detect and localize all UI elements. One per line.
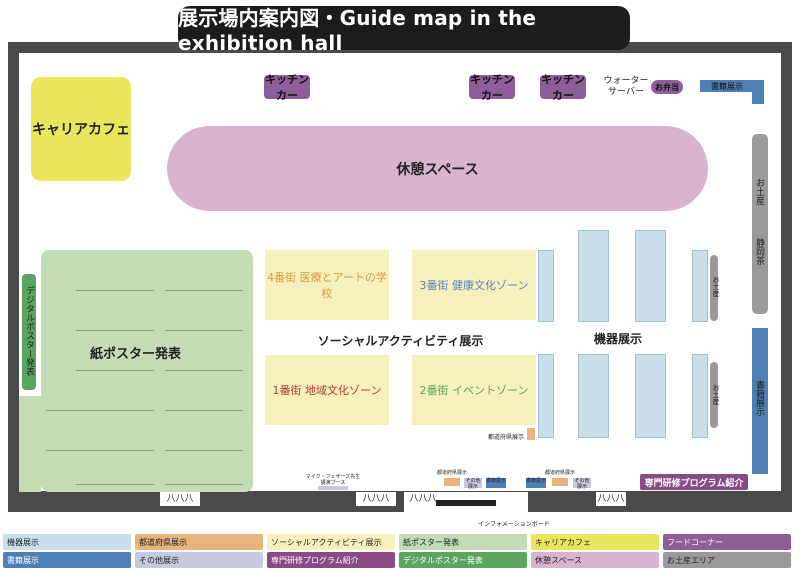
paper-poster-label: 紙ポスター発表 [90,347,182,362]
kitchen-car-2[interactable]: キッチンカー [469,73,515,102]
equipment-panel[interactable] [538,250,554,322]
legend-item: 機器展示 [3,534,131,550]
book-display-right[interactable] [752,328,768,474]
book-booth-b[interactable]: 書籍展示 [526,478,546,488]
pref-booth-b[interactable] [552,478,568,486]
legend-item: お土産エリア [663,552,791,568]
other-booth-a[interactable]: その他 展示 [464,478,482,490]
entrance-door-2[interactable]: 八八八 [356,492,396,506]
map-title: 展示場内案内図・Guide map in the exhibition hall [178,6,630,55]
souvenir-strip-mid[interactable] [710,255,718,321]
prefecture-booth-small[interactable] [527,428,535,440]
pref-b-label: 都道府県展示 [544,470,575,476]
kitchen-car-1[interactable]: キッチンカー [264,73,310,102]
equipment-panel[interactable] [578,230,609,322]
equipment-label: 機器展示 [594,332,643,346]
info-board [436,500,496,506]
legend-item: 専門研修プログラム紹介 [267,552,395,568]
legend: 機器展示都道府県展示ソーシャルアクティビティ展示紙ポスター発表キャリアカフェフー… [3,534,800,570]
street-1[interactable]: 1番街 地域文化ゾーン [265,355,389,425]
book-booth-a[interactable]: 書籍展示 [486,478,506,488]
poster-row [165,370,243,371]
poster-row [46,410,154,411]
poster-row [46,450,154,451]
legend-item: フードコーナー [663,534,791,550]
pref-booth-a[interactable] [444,478,460,486]
equipment-panel[interactable] [578,354,609,438]
social-activity-label: ソーシャルアクティビティ展示 [317,333,484,348]
pref-a-label: 都道府県展示 [436,470,467,476]
book-display-top-corner [752,80,764,104]
equipment-panel[interactable] [538,354,554,438]
street-4[interactable]: 4番街 医療とアートの学校 [265,250,389,320]
poster-row [165,410,243,411]
street-2[interactable]: 2番街 イベントゾーン [412,355,536,425]
souvenir-shizuoka-label-bottom: 静岡茶 [754,238,764,265]
book-display-right-label: 書籍展示 [754,380,764,416]
info-board-label: インフォメーションボード [478,521,550,528]
kitchen-car-3[interactable]: キッチンカー [540,73,586,102]
legend-item: 休憩スペース [531,552,659,568]
street-3[interactable]: 3番街 健康文化ゾーン [412,250,536,320]
training-program-area[interactable]: 専門研修プログラム紹介 [640,474,748,490]
poster-row [76,330,154,331]
souvenir-strip-low[interactable] [710,362,718,428]
paper-poster-area[interactable] [41,250,253,492]
poster-row [76,484,154,485]
water-server[interactable]: ウォーター サーバー [603,76,649,97]
equipment-panel[interactable] [635,230,666,322]
souvenir-mid-label: お土産 [712,276,720,297]
entrance-door-4[interactable]: 八八八 [596,492,626,506]
poster-row [165,450,243,451]
poster-row [76,290,154,291]
paper-poster-area-notch [19,396,41,492]
career-cafe[interactable]: キャリアカフェ [31,77,131,181]
poster-row [165,330,243,331]
poster-row [76,370,154,371]
souvenir-low-label: お土産 [712,384,720,405]
equipment-panel[interactable] [692,354,708,438]
souvenir-shizuoka-strip[interactable] [752,134,768,314]
legend-item: ソーシャルアクティビティ展示 [267,534,395,550]
equipment-panel[interactable] [692,250,708,322]
poster-row [165,290,243,291]
rest-space[interactable]: 休憩スペース [167,126,708,211]
other-booth-b[interactable]: その他 展示 [573,478,591,490]
book-display-top[interactable]: 書籍展示 [700,80,754,92]
digital-poster-area[interactable] [22,274,36,390]
legend-item: 書籍展示 [3,552,131,568]
poster-row [165,484,243,485]
bento-stand[interactable]: お弁当 [651,80,683,94]
legend-item: キャリアカフェ [531,534,659,550]
mic-booth-label: マイク・フェザーズ先生 講演ブース [305,474,361,486]
legend-item: 紙ポスター発表 [399,534,527,550]
digital-poster-label: デジタルポスター発表 [24,286,34,376]
mic-booth[interactable] [318,486,348,490]
legend-item: その他展示 [135,552,263,568]
entrance-door-1[interactable]: 八八八 [160,492,200,506]
legend-item: 都道府県展示 [135,534,263,550]
equipment-panel[interactable] [635,354,666,438]
souvenir-shizuoka-label-top: お土産 [754,178,764,205]
entrance-door-3[interactable]: 八八八 [408,492,438,506]
prefecture-small-label: 都道府県展示 [488,434,525,441]
legend-item: デジタルポスター発表 [399,552,527,568]
